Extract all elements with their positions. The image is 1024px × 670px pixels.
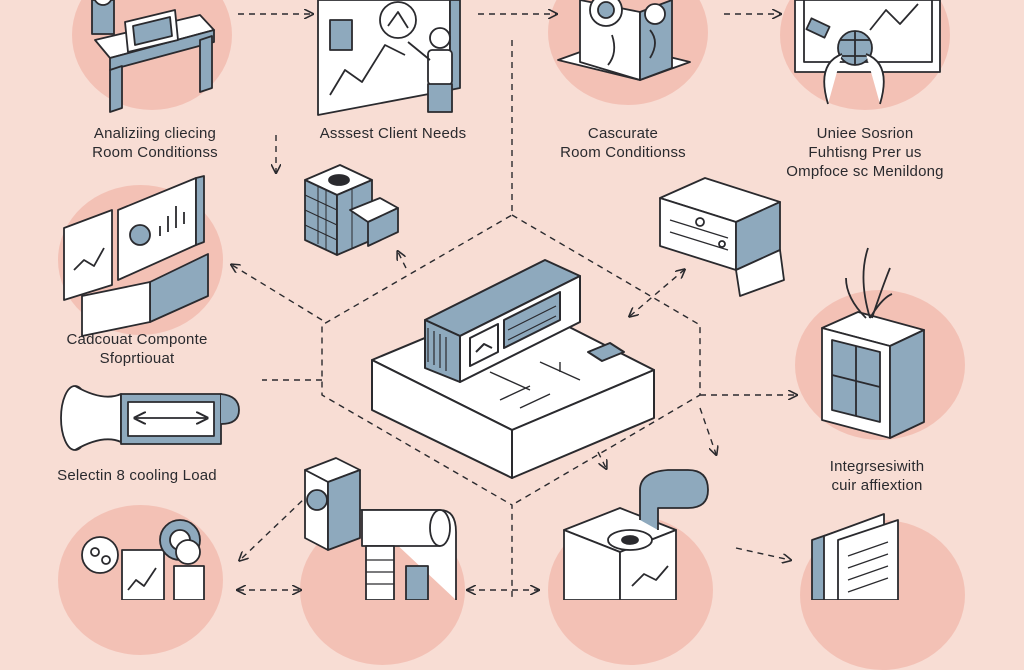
label-select: Selectin 8 cooling Load bbox=[22, 466, 252, 485]
label-assess-line1: Asssest Client Needs bbox=[319, 125, 467, 142]
ductwork-icon bbox=[304, 457, 457, 600]
label-calculate-line2: Room Conditionss bbox=[560, 144, 686, 161]
label-assess: Asssest Client Needs bbox=[278, 124, 508, 143]
label-unique-line2: Fuhtisng Prer us bbox=[808, 144, 922, 161]
engineer-gear-icon bbox=[81, 519, 205, 600]
ac-unit-icon bbox=[557, 0, 691, 81]
label-component-line2: Sfoprtiouat bbox=[99, 350, 175, 367]
documents-icon bbox=[811, 513, 899, 600]
label-unique-line3: Ompfoce sc Menildong bbox=[786, 163, 944, 180]
label-calculate: Cascurate Room Conditionss bbox=[508, 124, 738, 162]
control-unit-icon bbox=[371, 259, 655, 479]
label-analyze-line1: Analiziing cliecing bbox=[93, 125, 217, 142]
label-integrate-line1: Integrsesiwith bbox=[829, 458, 925, 475]
analyst-desk-icon bbox=[91, 0, 215, 113]
label-analyze: Analiziing cliecing Room Conditionss bbox=[40, 124, 270, 162]
hvac-workflow-diagram: Analiziing cliecing Room Conditionss Ass… bbox=[22, 0, 992, 670]
duct-icon bbox=[60, 385, 240, 451]
label-calculate-line1: Cascurate bbox=[587, 125, 659, 142]
label-select-line1: Selectin 8 cooling Load bbox=[57, 467, 217, 484]
fan-unit-icon bbox=[563, 469, 709, 600]
label-integrate: Integrsesiwith cuir affiextion bbox=[762, 457, 992, 495]
label-component-line1: Cadcouat Componte bbox=[66, 331, 208, 348]
label-unique: Uniee Sosrion Fuhtisng Prer us Ompfoce s… bbox=[745, 124, 985, 181]
label-unique-line1: Uniee Sosrion bbox=[816, 125, 914, 142]
window-plant-icon bbox=[821, 247, 925, 439]
presentation-board-icon bbox=[317, 0, 461, 116]
connector-lines bbox=[232, 14, 796, 600]
label-component: Cadcouat Componte Sfoprtiouat bbox=[22, 330, 252, 368]
label-integrate-line2: cuir affiextion bbox=[831, 477, 923, 494]
label-analyze-line2: Room Conditionss bbox=[92, 144, 218, 161]
hands-globe-icon bbox=[794, 0, 941, 105]
cube-block-icon bbox=[304, 164, 399, 256]
split-ac-icon bbox=[659, 177, 785, 297]
diagram-artwork bbox=[60, 0, 941, 600]
monitor-analytics-icon bbox=[63, 175, 209, 337]
